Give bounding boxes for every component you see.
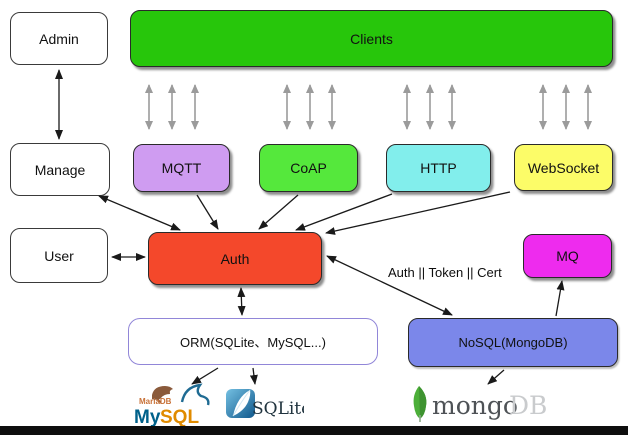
node-mqtt-label: MQTT [161,160,202,176]
mysql-mariadb-logo: MariaDB My SQL [134,383,210,426]
mysql-logo-text-sql: SQL [160,407,199,426]
node-manage: Manage [10,143,110,196]
node-coap-label: CoAP [290,160,327,176]
mongodb-logo: mongo DB [413,386,547,422]
mariadb-seal-icon [152,386,173,403]
arrow-manage-auth [98,195,181,231]
node-admin: Admin [10,12,108,65]
edge-label-auth-token-cert: Auth || Token || Cert [388,265,502,280]
node-auth-label: Auth [220,250,250,267]
node-websocket-label: WebSocket [527,159,600,176]
sqlite-logo: SQLite [226,389,304,419]
node-nosql: NoSQL(MongoDB) [408,318,618,367]
mysql-dolphin-icon [180,383,210,406]
sqlite-logo-text: SQLite [252,399,304,419]
node-orm: ORM(SQLite、MySQL...) [128,318,378,365]
node-http-label: HTTP [420,160,457,176]
node-user-label: User [44,247,74,264]
clients-protocol-arrows [145,84,592,130]
mongodb-logo-text-db: DB [509,391,547,420]
node-mq: MQ [523,234,612,278]
node-clients: Clients [130,10,613,67]
node-clients-label: Clients [350,30,393,47]
arrow-nosql-mongodb [487,369,505,385]
node-nosql-label: NoSQL(MongoDB) [458,335,568,350]
bottom-bar [0,426,628,435]
node-orm-label: ORM(SQLite、MySQL...) [180,335,326,350]
arrow-websocket-auth [325,191,511,235]
node-user: User [10,228,108,283]
arrow-orm-sqlite [249,367,258,385]
node-mqtt: MQTT [133,144,230,192]
node-http: HTTP [386,144,491,192]
node-auth: Auth [148,232,322,285]
node-admin-label: Admin [39,30,79,47]
mariadb-logo-text: MariaDB [139,397,172,406]
mysql-logo-text-my: My [134,407,161,426]
arrow-auth-orm [237,287,246,316]
arrow-http-auth [295,193,393,231]
arrow-mqtt-auth [196,194,219,230]
node-websocket: WebSocket [514,144,613,191]
sqlite-feather-icon [226,389,255,418]
node-coap: CoAP [259,144,358,192]
mongodb-leaf-icon [413,386,427,422]
mongodb-logo-text-mongo: mongo [432,391,518,420]
node-mq-label: MQ [556,248,579,264]
node-manage-label: Manage [34,161,86,178]
arrow-coap-auth [258,194,299,230]
arrow-nosql-mq [555,280,565,317]
